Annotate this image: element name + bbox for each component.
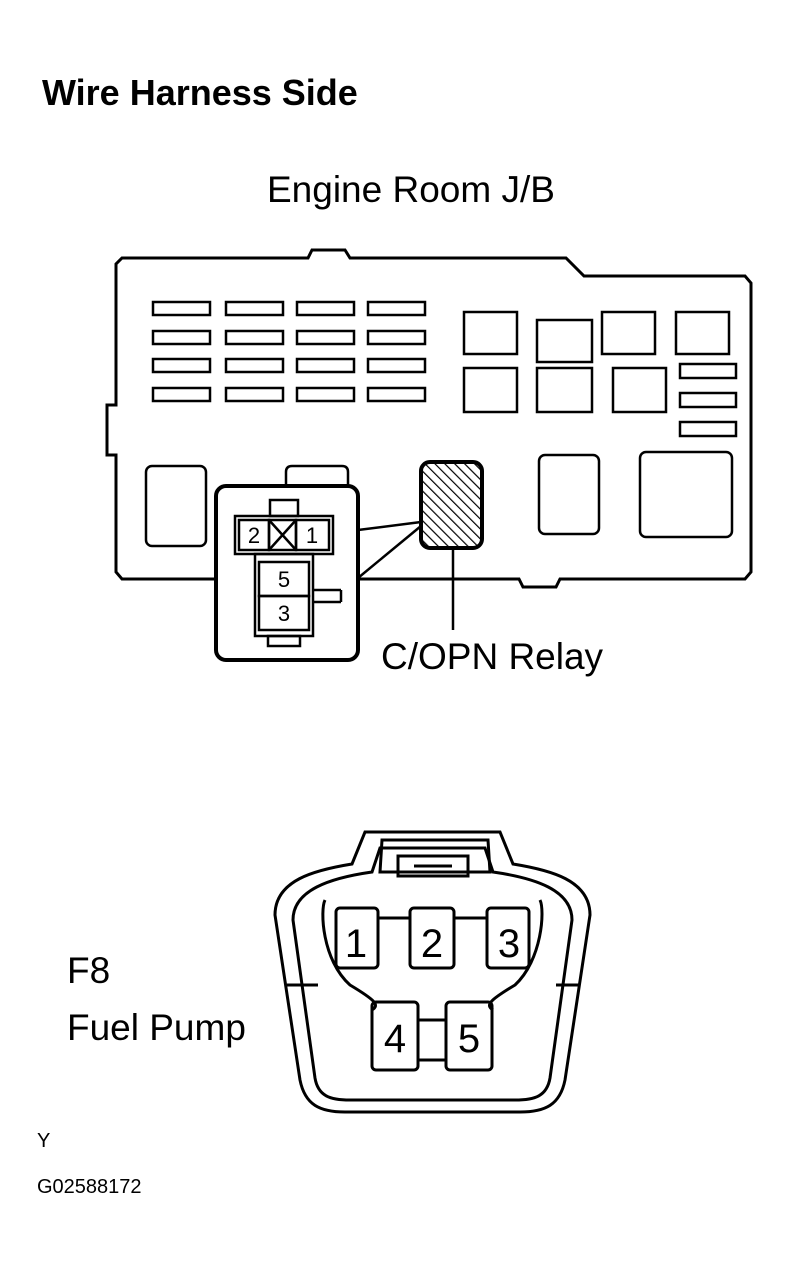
junction-box-title: Engine Room J/B xyxy=(267,169,555,210)
copn-relay-highlight xyxy=(419,460,484,550)
figure-id: G02588172 xyxy=(37,1176,142,1198)
relay-sockets xyxy=(462,310,738,438)
fuel-pump-pin-2: 2 xyxy=(421,922,443,966)
relay-pin-1: 1 xyxy=(306,523,318,548)
relay-pin-5: 5 xyxy=(278,567,290,592)
large-sockets xyxy=(144,450,734,548)
fuel-pump-pin-1: 1 xyxy=(345,922,367,966)
relay-connector-body xyxy=(233,498,343,648)
fuel-pump-pin-4: 4 xyxy=(384,1017,406,1061)
fuel-pump-pin-5: 5 xyxy=(458,1017,480,1061)
connector-name: Fuel Pump xyxy=(67,1007,246,1048)
junction-box-outline xyxy=(105,248,753,589)
relay-pin-3: 3 xyxy=(278,601,290,626)
heading: Wire Harness Side xyxy=(42,72,358,113)
connector-code: F8 xyxy=(67,950,110,991)
fuse-grid xyxy=(151,300,427,403)
relay-connector-inset xyxy=(214,484,360,662)
callout-lines xyxy=(357,520,455,630)
relay-label: C/OPN Relay xyxy=(381,636,604,677)
fuel-pump-pin-3: 3 xyxy=(498,922,520,966)
footer-letter: Y xyxy=(37,1130,50,1152)
fuel-pump-connector xyxy=(273,830,592,1114)
relay-pin-2: 2 xyxy=(248,523,260,548)
